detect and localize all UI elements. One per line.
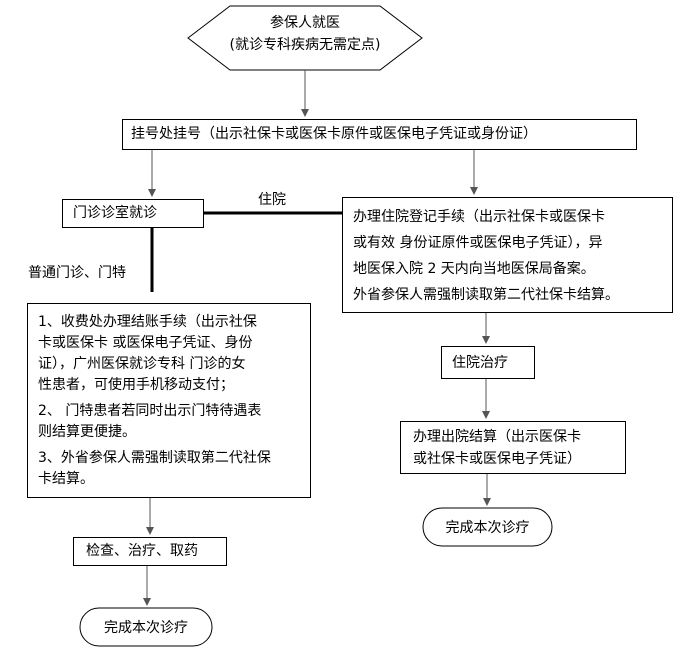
exam-box: 检查、治疗、取药 xyxy=(73,537,227,566)
outpatient-text: 门诊诊室就诊 xyxy=(73,205,157,221)
start-line-1: 参保人就医 xyxy=(270,15,340,31)
admission-line-4: 外省参保人需强制读取第二代社保卡结算。 xyxy=(353,287,619,303)
settlement-box: 1、收费处办理结账手续（出示社保 卡或医保卡 或医保电子凭证、身份 证），广州医… xyxy=(27,303,311,498)
admission-line-3: 地医保入院 2 天内向当地医保局备案。 xyxy=(353,261,595,277)
settlement-p2-line-1: 2、 门特患者若同时出示门特待遇表 xyxy=(38,403,262,419)
general-outpatient-label: 普通门诊、门特 xyxy=(28,265,126,281)
settlement-p1-line-3: 证），广州医保就诊专科 门诊的女 xyxy=(38,356,246,372)
settlement-p3-line-1: 3、外省参保人需强制读取第二代社保 xyxy=(38,450,271,466)
admission-box: 办理住院登记手续（出示社保卡或医保卡 或有效 身份证原件或医保电子凭证），异 地… xyxy=(342,197,673,313)
finish-left-text: 完成本次诊疗 xyxy=(104,620,188,636)
discharge-line-1: 办理出院结算（出示医保卡 xyxy=(413,429,581,445)
exam-text: 检查、治疗、取药 xyxy=(86,543,198,559)
finish-left-oval xyxy=(79,607,213,647)
settlement-p3-line-2: 卡结算。 xyxy=(38,471,94,487)
admission-line-2: 或有效 身份证原件或医保电子凭证），异 xyxy=(353,235,603,251)
finish-right-oval xyxy=(422,507,553,547)
discharge-box: 办理出院结算（出示医保卡 或社保卡或医保电子凭证） xyxy=(400,421,626,474)
discharge-line-2: 或社保卡或医保电子凭证） xyxy=(413,451,581,467)
settlement-p1-line-1: 1、收费处办理结账手续（出示社保 xyxy=(38,314,257,330)
treatment-box: 住院治疗 xyxy=(441,346,535,379)
register-box: 挂号处挂号（出示社保卡或医保卡原件或医保电子凭证或身份证） xyxy=(122,119,637,150)
settlement-p1-line-2: 卡或医保卡 或医保电子凭证、身份 xyxy=(38,335,253,351)
start-hexagon xyxy=(187,5,423,71)
start-label: 参保人就医 (就诊专科疾病无需定点) xyxy=(205,12,405,56)
start-line-2: (就诊专科疾病无需定点) xyxy=(229,37,381,53)
register-text: 挂号处挂号（出示社保卡或医保卡原件或医保电子凭证或身份证） xyxy=(131,126,537,142)
treatment-text: 住院治疗 xyxy=(452,355,508,371)
finish-right-text: 完成本次诊疗 xyxy=(445,520,530,536)
admission-line-1: 办理住院登记手续（出示社保卡或医保卡 xyxy=(353,209,605,225)
outpatient-box: 门诊诊室就诊 xyxy=(62,199,204,228)
settlement-p1-line-4: 性患者，可使用手机移动支付； xyxy=(38,377,234,393)
settlement-p2-line-2: 则结算更便捷。 xyxy=(38,424,136,440)
inpatient-label: 住院 xyxy=(258,192,286,208)
